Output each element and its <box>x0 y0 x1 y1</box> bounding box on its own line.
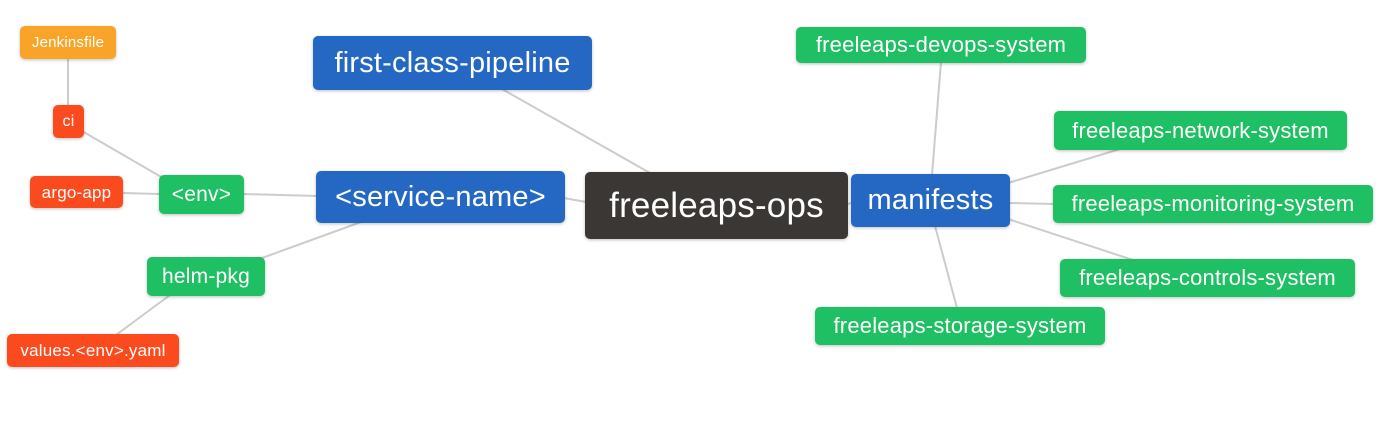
node-freeleaps-controls-system[interactable]: freeleaps-controls-system <box>1060 259 1355 297</box>
node-manifests[interactable]: manifests <box>851 174 1010 227</box>
node-label: freeleaps-ops <box>609 186 824 225</box>
edge-first-class-pipeline--freeleaps-ops <box>501 88 651 174</box>
node-label: helm-pkg <box>162 265 250 288</box>
edge-manifests--freeleaps-devops-system <box>931 61 942 176</box>
node-first-class-pipeline[interactable]: first-class-pipeline <box>313 36 592 90</box>
edge-ci--env <box>81 130 164 179</box>
node-values-env-yaml[interactable]: values.<env>.yaml <box>7 334 179 367</box>
edge-manifests--freeleaps-network-system <box>1007 148 1121 184</box>
node-argo-app[interactable]: argo-app <box>30 176 123 208</box>
node-label: freeleaps-devops-system <box>815 32 1067 57</box>
node-label: freeleaps-monitoring-system <box>1071 191 1355 216</box>
node-label: first-class-pipeline <box>334 46 571 79</box>
node-label: ci <box>62 112 75 130</box>
edge-manifests--freeleaps-monitoring-system <box>1008 202 1055 205</box>
node-jenkinsfile[interactable]: Jenkinsfile <box>20 26 116 59</box>
node-label: freeleaps-storage-system <box>833 313 1087 338</box>
node-label: <env> <box>171 183 232 206</box>
node-service-name[interactable]: <service-name> <box>316 171 565 223</box>
node-env[interactable]: <env> <box>159 175 244 214</box>
node-freeleaps-storage-system[interactable]: freeleaps-storage-system <box>815 307 1105 345</box>
node-freeleaps-monitoring-system[interactable]: freeleaps-monitoring-system <box>1053 185 1373 223</box>
edge-env--service-name <box>242 193 318 197</box>
node-label: manifests <box>867 184 994 216</box>
edge-manifests--freeleaps-storage-system <box>934 225 958 309</box>
edge-service-name--helm-pkg <box>261 221 362 259</box>
node-freeleaps-ops[interactable]: freeleaps-ops <box>585 172 848 239</box>
node-label: values.<env>.yaml <box>20 341 166 360</box>
node-label: Jenkinsfile <box>31 34 105 51</box>
edge-manifests--freeleaps-controls-system <box>1007 218 1134 261</box>
node-label: freeleaps-network-system <box>1072 117 1329 143</box>
node-helm-pkg[interactable]: helm-pkg <box>147 257 265 296</box>
node-freeleaps-network-system[interactable]: freeleaps-network-system <box>1054 111 1347 150</box>
node-label: argo-app <box>41 182 112 202</box>
edge-argo-app--env <box>121 192 161 195</box>
node-label: <service-name> <box>335 180 546 213</box>
edge-service-name--freeleaps-ops <box>563 197 587 203</box>
node-label: freeleaps-controls-system <box>1079 265 1336 290</box>
edge-helm-pkg--values-env-yaml <box>115 294 171 336</box>
node-ci[interactable]: ci <box>53 105 84 138</box>
node-freeleaps-devops-system[interactable]: freeleaps-devops-system <box>796 27 1086 63</box>
